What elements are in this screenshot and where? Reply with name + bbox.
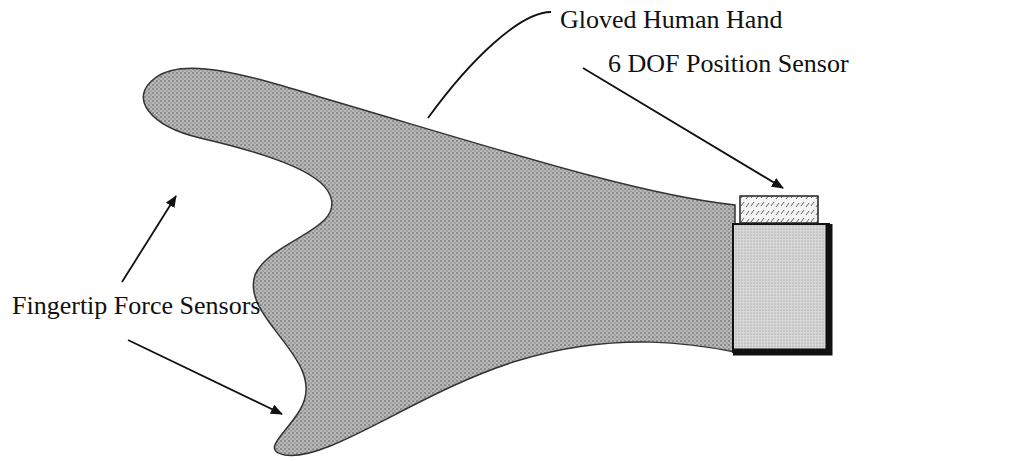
cuff-shadow: [733, 224, 829, 352]
callout-label: 6 DOF Position Sensor: [608, 50, 849, 79]
leader-line: [428, 12, 551, 118]
callout-label: Fingertip Force Sensors: [12, 292, 260, 321]
leader-line: [511, 38, 527, 60]
leader-arrow: [583, 68, 783, 188]
gloved-hand: [143, 68, 735, 455]
wrist-cuff: [733, 224, 829, 352]
leader-arrow: [128, 340, 282, 414]
leader-arrow: [122, 196, 176, 282]
callout-label: Gloved Human Hand: [560, 6, 782, 35]
position-sensor: [740, 196, 818, 223]
